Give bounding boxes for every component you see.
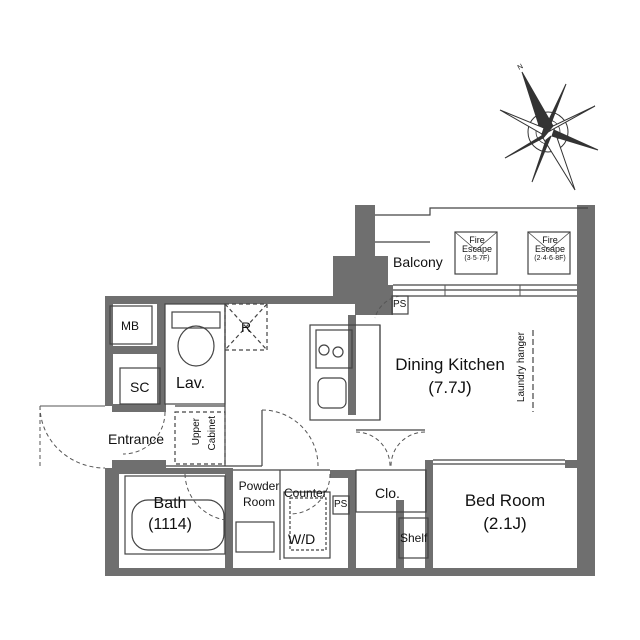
walls	[105, 205, 595, 576]
counter-label: Counter	[284, 486, 327, 500]
mb-label: MB	[121, 319, 139, 333]
interior-lines	[109, 207, 588, 560]
wd-label: W/D	[288, 531, 316, 547]
balcony-label: Balcony	[393, 254, 443, 270]
shelf-label: Shelf	[400, 531, 428, 545]
refrigerator-label: R	[241, 319, 252, 335]
ps-bottom-label: PS	[334, 499, 348, 510]
lav-label: Lav.	[176, 375, 206, 392]
laundry-hanger-label: Laundry hanger	[516, 332, 527, 403]
ps-top-label: PS	[393, 299, 407, 310]
clo-label: Clo.	[375, 485, 400, 501]
upper-cabinet-line1: Upper	[191, 418, 202, 446]
compass-icon	[499, 71, 599, 191]
sc-label: SC	[130, 379, 150, 395]
fire-escape-2-label: Fire Escape (2·4·6·8F)	[534, 235, 566, 262]
upper-cabinet-line2: Cabinet	[207, 416, 218, 451]
entrance-label: Entrance	[108, 431, 165, 447]
dining-kitchen-label: Dining Kitchen (7.7J)	[395, 355, 505, 397]
bed-room-label: Bed Room (2.1J)	[464, 491, 546, 533]
bath-label: Bath (1114)	[148, 495, 192, 533]
powder-room-label: Powder Room	[238, 479, 280, 509]
fire-escape-1-label: Fire Escape (3·5·7F)	[461, 235, 493, 262]
door-swings	[39, 285, 521, 521]
